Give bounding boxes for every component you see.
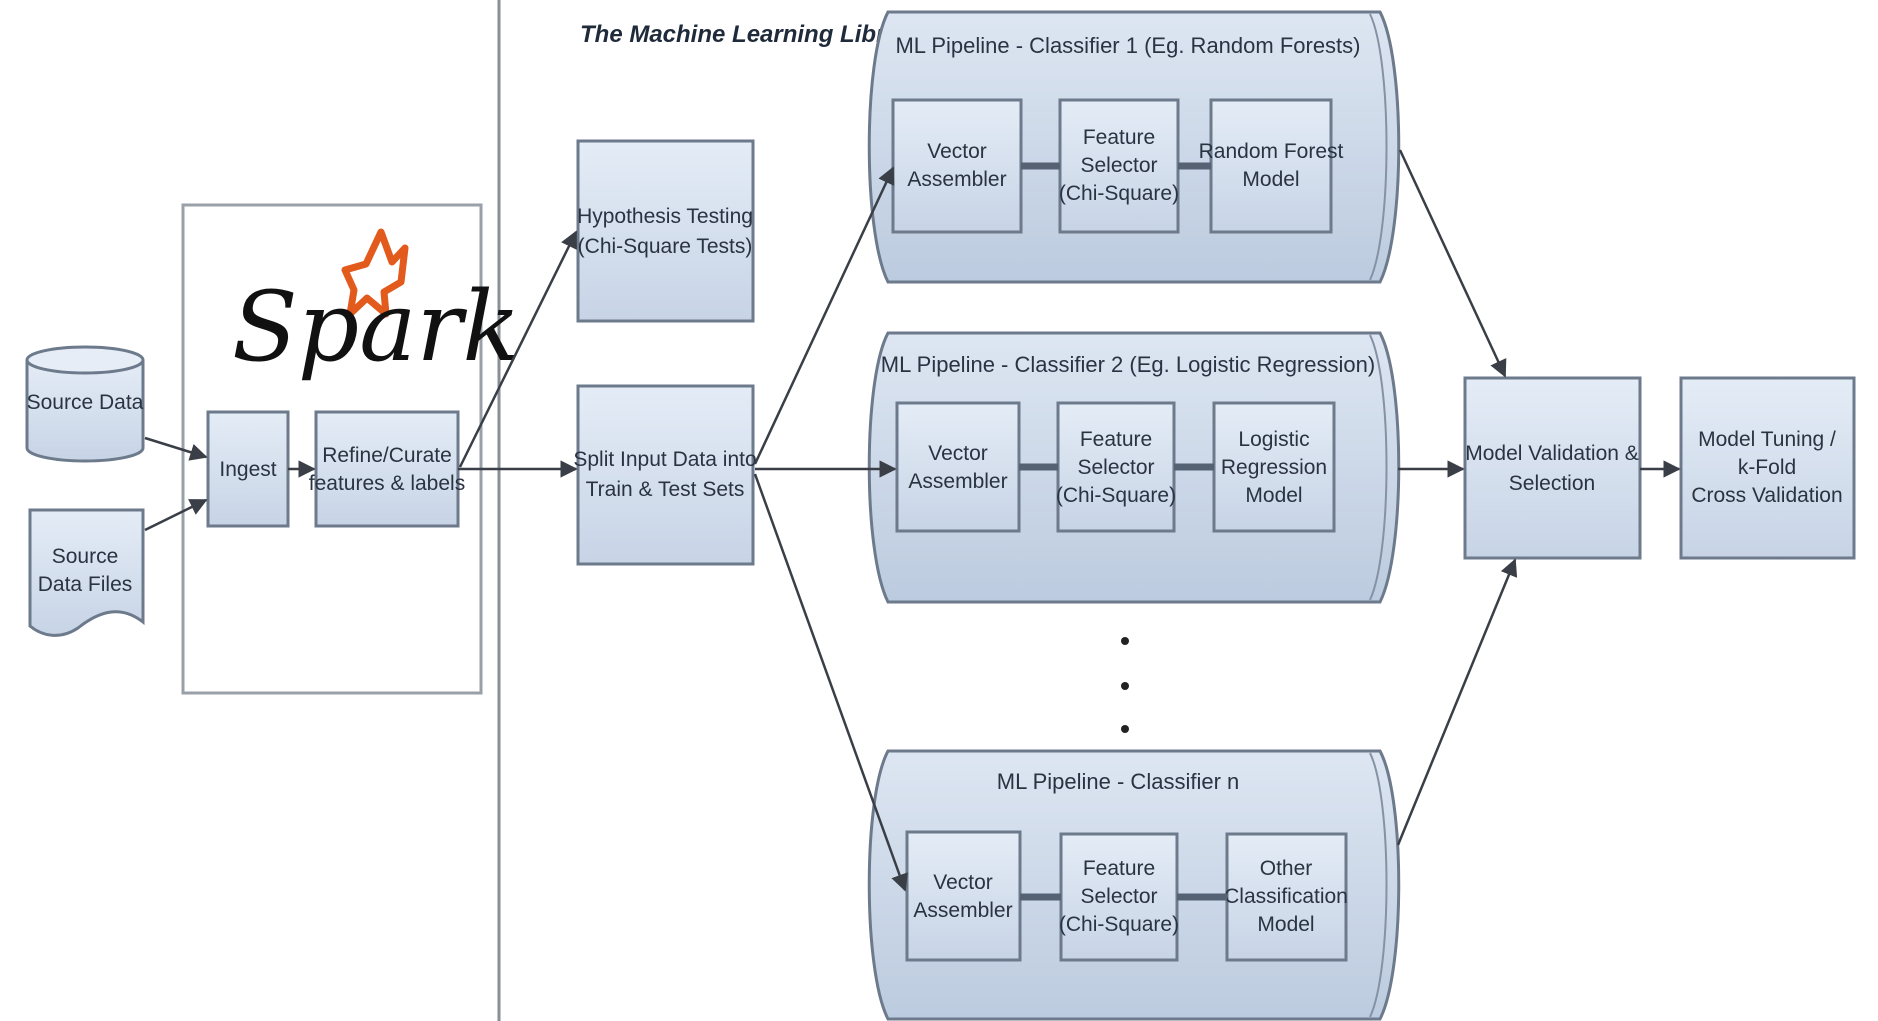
model-tuning-box: Model Tuning / k-Fold Cross Validation (1679, 376, 1856, 560)
stage-label: Classification (1224, 885, 1348, 908)
ingest-label: Ingest (219, 458, 276, 481)
stage-label: Selector (1080, 885, 1157, 908)
pipeline-classifier-1: ML Pipeline - Classifier 1 (Eg. Random F… (867, 10, 1401, 284)
stage-label: Random Forest (1199, 140, 1344, 163)
stage-label: Assembler (908, 470, 1007, 493)
stage-label: Feature (1083, 126, 1155, 149)
source-data-files-label: Data Files (38, 573, 133, 596)
pipeline-classifier-2: ML Pipeline - Classifier 2 (Eg. Logistic… (867, 331, 1401, 604)
tuning-label: Cross Validation (1691, 484, 1842, 507)
pipeline-classifier-n: ML Pipeline - Classifier n Vector Assemb… (867, 749, 1401, 1021)
stage-label: (Chi-Square) (1059, 913, 1179, 936)
refine-label: Refine/Curate (322, 444, 452, 467)
pipeline-title: ML Pipeline - Classifier 2 (Eg. Logistic… (881, 352, 1375, 377)
arrow-source-data-to-ingest (144, 436, 208, 461)
hypothesis-label: (Chi-Square Tests) (578, 235, 753, 258)
spark-star-icon (341, 228, 409, 318)
arrow-source-files-to-ingest (144, 498, 208, 532)
stage-label: Model (1245, 484, 1302, 507)
stage-label: Feature (1083, 857, 1155, 880)
source-data-files-document: Source Data Files (28, 508, 145, 637)
stage-label: Selector (1080, 154, 1157, 177)
split-label: Split Input Data into (573, 448, 756, 471)
classifier-model-box (1225, 832, 1348, 962)
stage-label: Selector (1077, 456, 1154, 479)
hypothesis-testing-box: Hypothesis Testing (Chi-Square Tests) (576, 139, 755, 323)
pipeline-title: ML Pipeline - Classifier n (997, 769, 1240, 794)
stage-label: Vector (933, 871, 993, 894)
stage-label: Vector (928, 442, 988, 465)
refine-curate-box: Refine/Curate features & labels (309, 410, 465, 528)
stage-label: Assembler (907, 168, 1006, 191)
stage-label: (Chi-Square) (1056, 484, 1176, 507)
feature-selector-box (1058, 98, 1180, 234)
hypothesis-label: Hypothesis Testing (577, 205, 753, 228)
more-pipelines-ellipsis (1121, 637, 1129, 733)
library-title: The Machine Learning Library (580, 21, 923, 48)
stage-label: Assembler (913, 899, 1012, 922)
stage-label: Model (1257, 913, 1314, 936)
stage-label: Other (1260, 857, 1313, 880)
classifier-model-box (1212, 401, 1336, 533)
vector-assembler-box (905, 830, 1022, 962)
tuning-label: Model Tuning / (1698, 428, 1836, 451)
stage-label: Logistic (1238, 428, 1309, 451)
source-data-files-label: Source (52, 545, 119, 568)
model-validation-box: Model Validation & Selection (1463, 376, 1642, 560)
feature-selector-box (1059, 832, 1179, 962)
stage-label: (Chi-Square) (1059, 182, 1179, 205)
source-data-cylinder: Source Data (25, 345, 145, 463)
stage-label: Model (1242, 168, 1299, 191)
arrow-split-to-pipeline-n (753, 473, 908, 892)
stage-label: Vector (927, 140, 987, 163)
arrow-split-to-pipeline-1 (753, 166, 895, 465)
source-data-label: Source Data (27, 391, 144, 414)
spark-logo: Spark (232, 228, 521, 383)
split-data-box: Split Input Data into Train & Test Sets (573, 384, 757, 566)
split-label: Train & Test Sets (586, 478, 745, 501)
tuning-label: k-Fold (1738, 456, 1796, 479)
refine-label: features & labels (309, 472, 465, 495)
arrow-pipeline-1-to-validation (1398, 149, 1507, 378)
vector-assembler-box (895, 401, 1021, 533)
validation-label: Selection (1509, 472, 1595, 495)
validation-label: Model Validation & (1465, 442, 1639, 465)
ingest-box: Ingest (206, 410, 290, 528)
spark-logo-text: Spark (232, 271, 521, 383)
stage-label: Regression (1221, 456, 1327, 479)
vector-assembler-box (891, 98, 1023, 234)
stage-label: Feature (1080, 428, 1152, 451)
classifier-model-box (1209, 98, 1333, 234)
flow-arrows (144, 149, 1681, 892)
arrow-refine-to-hypothesis (458, 230, 578, 468)
pipeline-title: ML Pipeline - Classifier 1 (Eg. Random F… (895, 33, 1360, 58)
arrow-pipeline-n-to-validation (1396, 558, 1518, 846)
